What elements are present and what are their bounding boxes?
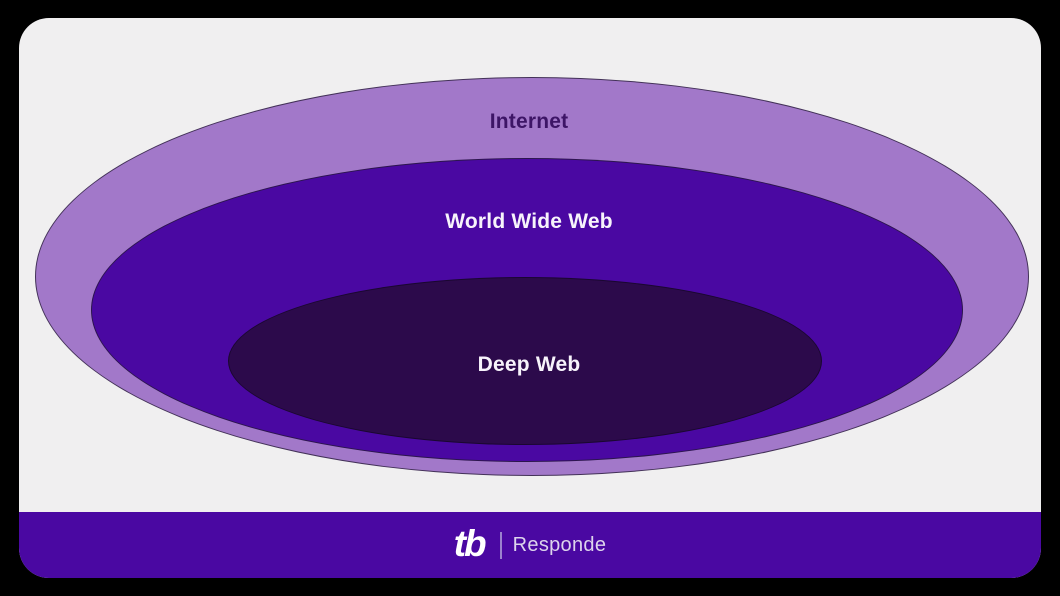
footer-bar: tb Responde bbox=[19, 512, 1041, 578]
tecnoblog-logo: tb bbox=[453, 522, 487, 564]
deep-web-label: Deep Web bbox=[477, 353, 581, 376]
footer-brand-name: Responde bbox=[512, 533, 607, 556]
internet-label: Internet bbox=[489, 110, 569, 133]
world-wide-web-label: World Wide Web bbox=[445, 210, 613, 233]
footer-divider bbox=[499, 531, 502, 559]
infographic-card: Internet World Wide Web Deep Web tb Resp… bbox=[19, 18, 1041, 578]
deep-web-ellipse bbox=[228, 277, 822, 445]
